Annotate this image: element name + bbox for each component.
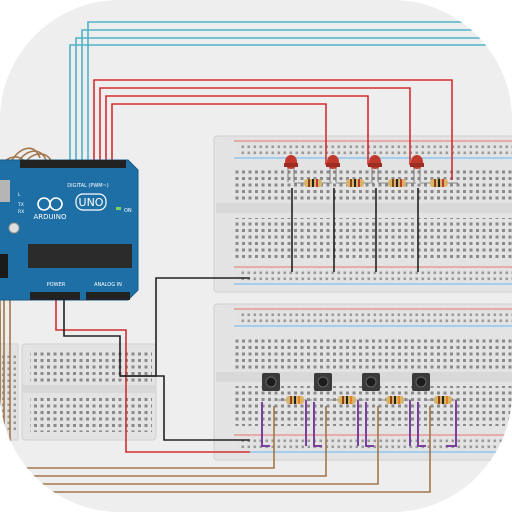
wires-black[interactable] (63, 188, 419, 441)
uno-badge (75, 193, 107, 211)
reset-button[interactable] (8, 222, 20, 234)
pushbutton-4[interactable] (412, 373, 430, 391)
resistor-bottom-1[interactable] (278, 396, 312, 404)
power-label: POWER (47, 282, 66, 288)
led-2[interactable] (326, 155, 340, 182)
atmega-chip (28, 244, 132, 268)
breadboard-mini[interactable] (21, 343, 157, 441)
wires-brown[interactable] (0, 147, 431, 493)
resistor-top-1[interactable] (294, 179, 332, 187)
resistor-top-4[interactable] (420, 179, 458, 187)
wires-cyan[interactable] (69, 21, 512, 162)
resistor-bottom-4[interactable] (426, 396, 460, 404)
breadboard-top[interactable] (213, 135, 512, 293)
wires-purple[interactable] (261, 400, 457, 447)
rx-label: RX (18, 209, 24, 215)
l-label: L (18, 192, 21, 198)
led-3[interactable] (368, 155, 382, 182)
on-label: ON (124, 208, 132, 214)
resistor-top-3[interactable] (378, 179, 416, 187)
pushbutton-3[interactable] (362, 373, 380, 391)
arduino-brand-label: ARDUINO (34, 213, 67, 221)
led-4[interactable] (410, 155, 424, 182)
on-led (116, 207, 121, 210)
power-jack (0, 254, 8, 278)
analog-label: ANALOG IN (94, 282, 122, 288)
resistor-bottom-3[interactable] (378, 396, 412, 404)
tx-label: TX (17, 202, 24, 208)
uno-label: UNO (79, 196, 104, 209)
analog-header[interactable] (86, 292, 130, 300)
resistor-top-2[interactable] (336, 179, 374, 187)
pushbutton-1[interactable] (262, 373, 280, 391)
breadboard-left-edge[interactable] (0, 343, 19, 441)
digital-label: DIGITAL (PWM~) (67, 183, 109, 189)
arduino-uno-board[interactable]: UNO ARDUINO DIGITAL (PWM~) POWER ANALOG … (0, 159, 139, 301)
resistor-bottom-2[interactable] (330, 396, 364, 404)
usb-port (0, 180, 10, 202)
wires-red[interactable] (55, 79, 453, 453)
led-1[interactable] (284, 155, 298, 182)
power-header[interactable] (30, 292, 80, 300)
arduino-logo (37, 197, 63, 211)
pushbutton-2[interactable] (314, 373, 332, 391)
digital-header[interactable] (20, 160, 126, 168)
